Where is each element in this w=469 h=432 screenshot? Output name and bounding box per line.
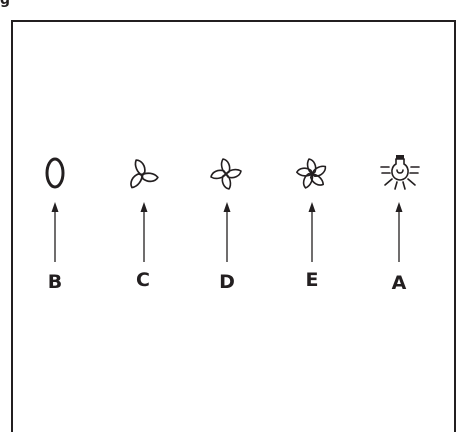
light-bulb-icon[interactable] [380, 155, 420, 190]
label-d: D [219, 271, 235, 293]
fan-speed-2-icon[interactable] [210, 158, 242, 190]
label-c: C [136, 269, 150, 291]
label-e: E [305, 269, 319, 291]
label-a: A [391, 272, 407, 294]
arrow-e [308, 202, 316, 262]
power-off-zero-icon[interactable] [45, 157, 65, 189]
fan-speed-3-icon[interactable] [295, 158, 329, 190]
label-b: B [47, 271, 63, 293]
arrow-c [140, 202, 148, 262]
fan-speed-1-icon[interactable] [126, 157, 160, 190]
arrow-d [223, 202, 231, 262]
control-panel-frame [11, 20, 456, 432]
corner-text: g [0, 0, 11, 8]
arrow-b [51, 202, 59, 262]
arrow-a [395, 202, 403, 262]
